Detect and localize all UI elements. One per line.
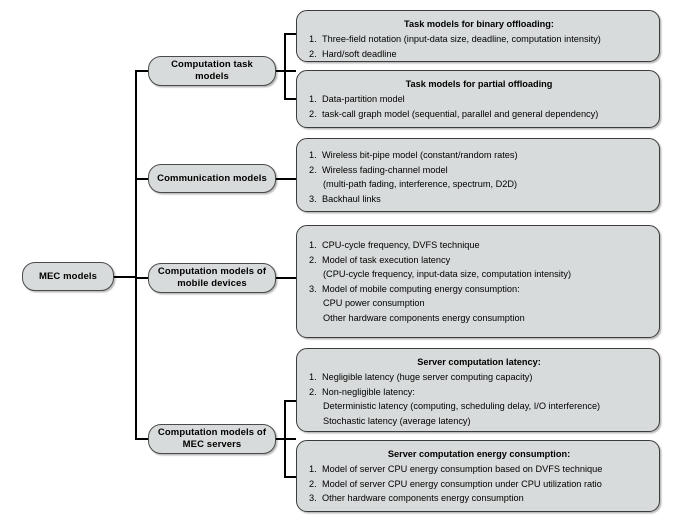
list-item: 3. Other hardware components energy consu…	[309, 491, 649, 506]
panel-title: Task models for binary offloading:	[404, 19, 554, 29]
list-item-text: Model of task execution latency	[322, 254, 451, 265]
connector-root-stub	[112, 276, 137, 278]
connector-mec-servers-to-latency-panel	[284, 400, 298, 402]
list-item-number: 1.	[309, 464, 317, 474]
panel-computation-models-mobile-devices[interactable]: 1. CPU-cycle frequency, DVFS technique 2.…	[296, 225, 660, 338]
list-item: 2. Model of server CPU energy consumption…	[309, 477, 649, 492]
connector-task-models-out	[276, 70, 296, 72]
connector-mec-server-models-out	[276, 438, 296, 440]
list-item-text: Data-partition model	[322, 94, 405, 104]
connector-main-trunk	[135, 70, 137, 440]
list-item-text: CPU-cycle frequency, DVFS technique	[322, 240, 480, 250]
list-item: CPU power consumption	[309, 296, 649, 311]
list-item-number: 1.	[309, 240, 317, 250]
connector-mobile-device-models-out	[276, 277, 298, 279]
list-item-text: Stochastic latency (average latency)	[323, 415, 471, 426]
branch-node-label: Computation models of mobile devices	[157, 266, 267, 289]
list-item-text: Backhaul links	[322, 193, 381, 204]
list-item-number: 1.	[309, 94, 317, 104]
list-item-number: 2.	[309, 164, 317, 175]
list-item-text: Hard/soft deadline	[322, 48, 397, 59]
list-item: 3. Model of mobile computing energy consu…	[309, 282, 649, 297]
list-item: 1. Three-field notation (input-data size,…	[309, 32, 649, 47]
panel-task-models-partial-offloading[interactable]: Task models for partial offloading 1. Dat…	[296, 70, 660, 128]
list-item-text: Non-negligible latency:	[322, 386, 415, 397]
panel-communication-models[interactable]: 1. Wireless bit-pipe model (constant/rand…	[296, 138, 660, 212]
list-item-number: 2.	[309, 48, 317, 59]
list-item: Other hardware components energy consump…	[309, 311, 649, 326]
list-item: 2. Non-negligible latency:	[309, 385, 649, 400]
panel-server-computation-energy-consumption[interactable]: Server computation energy consumption: 1…	[296, 440, 660, 512]
list-item-text: Wireless fading-channel model	[322, 164, 448, 175]
list-item: Stochastic latency (average latency)	[309, 414, 649, 429]
panel-item-list: 1. CPU-cycle frequency, DVFS technique 2.…	[309, 238, 649, 325]
list-item-number: 2.	[309, 478, 317, 489]
list-item-text: Wireless bit-pipe model (constant/random…	[322, 150, 518, 160]
list-item: 1. Model of server CPU energy consumption…	[309, 462, 649, 477]
list-item: 2. Model of task execution latency	[309, 253, 649, 268]
panel-title: Server computation energy consumption:	[387, 449, 571, 459]
branch-node-computation-task-models[interactable]: Computation task models	[148, 56, 276, 86]
connector-mec-servers-to-energy-panel	[284, 476, 298, 478]
panel-task-models-binary-offloading[interactable]: Task models for binary offloading: 1. Thr…	[296, 10, 660, 62]
panel-item-list: 1. Wireless bit-pipe model (constant/rand…	[309, 148, 649, 206]
connector-communication-models-out	[276, 178, 298, 180]
list-item: 1. Data-partition model	[309, 92, 649, 107]
list-item-number: 2.	[309, 108, 317, 119]
connector-trunk-to-communication-models	[135, 178, 149, 180]
list-item-number: 2.	[309, 254, 317, 265]
branch-node-communication-models[interactable]: Communication models	[148, 164, 276, 193]
branch-node-computation-models-mec-servers[interactable]: Computation models of MEC servers	[148, 424, 276, 454]
branch-node-label: Communication models	[157, 172, 267, 184]
list-item: 2. Hard/soft deadline	[309, 47, 649, 62]
panel-title: Task models for partial offloading	[405, 79, 553, 89]
list-item-text: Deterministic latency (computing, schedu…	[323, 401, 601, 411]
list-item-number: 1.	[309, 372, 317, 382]
panel-item-list: 1. Three-field notation (input-data size,…	[309, 32, 649, 61]
list-item-number: 2.	[309, 386, 317, 397]
panel-item-list: 1. Negligible latency (huge server comput…	[309, 370, 649, 428]
list-item-text: (CPU-cycle frequency, input-data size, c…	[323, 269, 571, 279]
connector-mec-server-models-split	[284, 400, 286, 478]
list-item: (multi-path fading, interference, spectr…	[309, 177, 649, 192]
list-item: 2. task-call graph model (sequential, par…	[309, 107, 649, 122]
list-item-number: 1.	[309, 34, 317, 44]
list-item-text: Other hardware components energy consump…	[322, 493, 524, 503]
branch-node-label: Computation models of MEC servers	[157, 427, 267, 450]
connector-trunk-to-mobile-device-models	[135, 277, 149, 279]
panel-title: Server computation latency:	[417, 357, 541, 367]
list-item: 3. Backhaul links	[309, 192, 649, 207]
panel-item-list: 1. Data-partition model 2. task-call graph…	[309, 92, 649, 121]
connector-task-models-to-binary-panel	[284, 33, 298, 35]
branch-node-computation-models-mobile-devices[interactable]: Computation models of mobile devices	[148, 263, 276, 293]
list-item-text: CPU power consumption	[323, 298, 425, 308]
connector-task-models-to-partial-panel	[284, 98, 298, 100]
list-item-number: 1.	[309, 150, 317, 160]
connector-trunk-to-mec-server-models	[135, 438, 149, 440]
branch-node-label: Computation task models	[171, 59, 253, 82]
list-item: Deterministic latency (computing, schedu…	[309, 399, 649, 414]
list-item: 2. Wireless fading-channel model	[309, 163, 649, 178]
list-item-text: task-call graph model (sequential, paral…	[322, 108, 599, 119]
root-node-label: MEC models	[38, 270, 97, 282]
list-item-number: 3.	[309, 283, 317, 294]
list-item-text: (multi-path fading, interference, spectr…	[323, 179, 518, 189]
panel-server-computation-latency[interactable]: Server computation latency: 1. Negligible…	[296, 348, 660, 432]
list-item: 1. Wireless bit-pipe model (constant/rand…	[309, 148, 649, 163]
list-item-text: Negligible latency (huge server computin…	[322, 372, 533, 382]
list-item-text: Model of server CPU energy consumption u…	[322, 478, 602, 489]
list-item-text: Model of server CPU energy consumption b…	[322, 464, 603, 474]
connector-trunk-to-task-models	[135, 70, 149, 72]
list-item: 1. Negligible latency (huge server comput…	[309, 370, 649, 385]
list-item-number: 3.	[309, 493, 317, 503]
list-item-number: 3.	[309, 193, 317, 204]
list-item-text: Other hardware components energy consump…	[323, 312, 525, 323]
list-item: (CPU-cycle frequency, input-data size, c…	[309, 267, 649, 282]
list-item: 1. CPU-cycle frequency, DVFS technique	[309, 238, 649, 253]
list-item-text: Three-field notation (input-data size, d…	[322, 34, 601, 44]
list-item-text: Model of mobile computing energy consump…	[322, 283, 520, 294]
root-node-mec-models[interactable]: MEC models	[22, 262, 114, 291]
connector-task-models-split	[284, 33, 286, 99]
panel-item-list: 1. Model of server CPU energy consumption…	[309, 462, 649, 506]
